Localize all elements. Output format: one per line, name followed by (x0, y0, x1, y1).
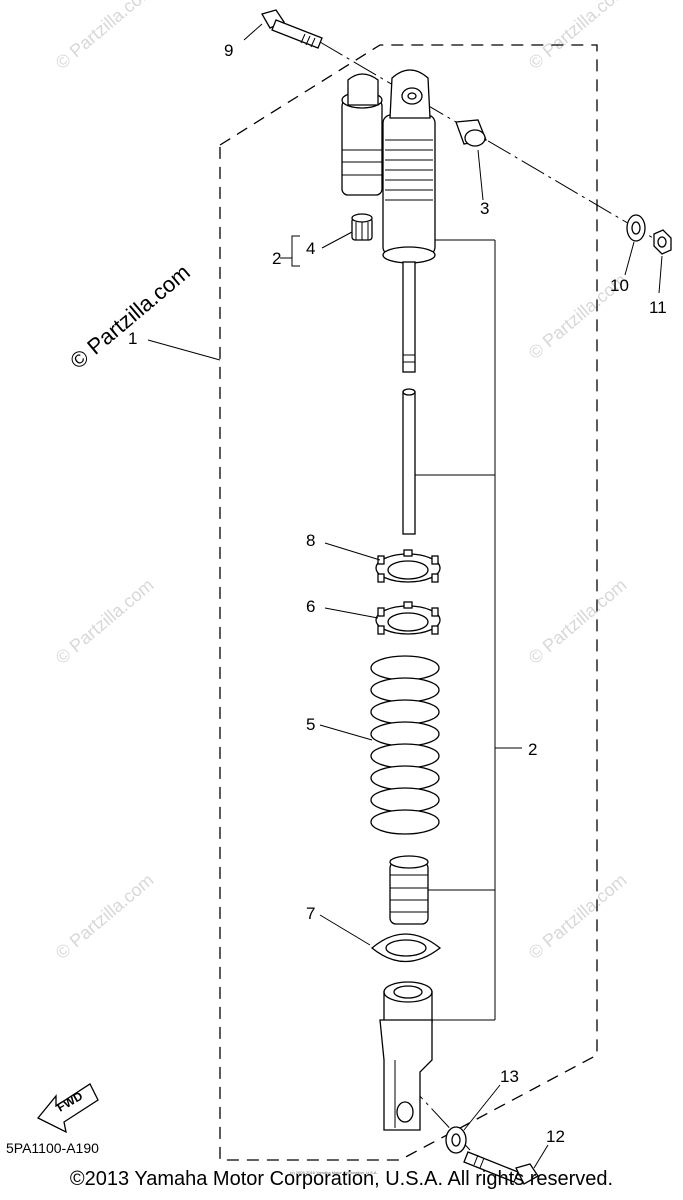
callout-3: 3 (480, 199, 489, 218)
callout-4: 4 (306, 239, 315, 258)
watermark-text: © Partzilla.com (52, 870, 158, 963)
axis-line-top (319, 41, 666, 246)
watermark-main: © Partzilla.com (65, 259, 195, 373)
part-10-washer (626, 214, 646, 242)
callout-2-group: 2 (272, 249, 281, 268)
bracket-part-2 (415, 239, 522, 1021)
part-4-cap (351, 213, 373, 241)
fwd-arrow-icon: FWD (36, 1083, 99, 1134)
part-8-ring-nut (375, 549, 441, 583)
callouts: 1 2 2 3 4 5 6 7 8 9 10 11 12 13 (128, 41, 667, 1146)
callout-13: 13 (500, 1067, 519, 1086)
callout-9: 9 (224, 41, 233, 60)
part-3-bushing (455, 119, 487, 147)
callout-10: 10 (610, 276, 629, 295)
lower-clevis (379, 981, 433, 1131)
leader-lines (147, 23, 663, 1169)
callout-11: 11 (649, 298, 667, 317)
rod (402, 388, 416, 535)
callout-2: 2 (528, 740, 537, 759)
callout-6: 6 (306, 597, 315, 616)
watermark-text: © Partzilla.com (525, 870, 631, 963)
watermark-text: © Partzilla.com (52, 575, 158, 668)
part-11-nut (653, 229, 672, 255)
assembly-boundary (219, 44, 598, 1161)
part-13-washer (445, 1126, 467, 1154)
watermark-text: © Partzilla.com (525, 575, 631, 668)
watermark-text: © Partzilla.com (525, 0, 631, 73)
callout-7: 7 (306, 904, 315, 923)
watermarks: © Partzilla.com © Partzilla.com © Partzi… (52, 0, 631, 963)
callout-5: 5 (306, 715, 315, 734)
part-12-bolt (463, 1151, 539, 1185)
callout-12: 12 (546, 1127, 565, 1146)
copyright-notice: ©2013 Yamaha Motor Corporation, U.S.A. A… (69, 1168, 614, 1190)
part-2-shock-body (341, 69, 436, 373)
watermark-text: © Partzilla.com (52, 0, 158, 73)
callout-1: 1 (128, 329, 137, 348)
bracket-part-2-4 (280, 231, 353, 267)
part-6-ring-nut (375, 601, 441, 635)
diagram-code: 5PA1100-A190 (6, 1140, 99, 1156)
tiny-notice: (c) 2005-2016 Yamaha Motor Corporation, … (290, 1170, 378, 1175)
part-9-bolt (261, 9, 323, 49)
callout-8: 8 (306, 531, 315, 550)
part-5-spring (370, 655, 440, 835)
bump-stop (389, 855, 429, 925)
part-7-spring-clip (370, 933, 442, 962)
